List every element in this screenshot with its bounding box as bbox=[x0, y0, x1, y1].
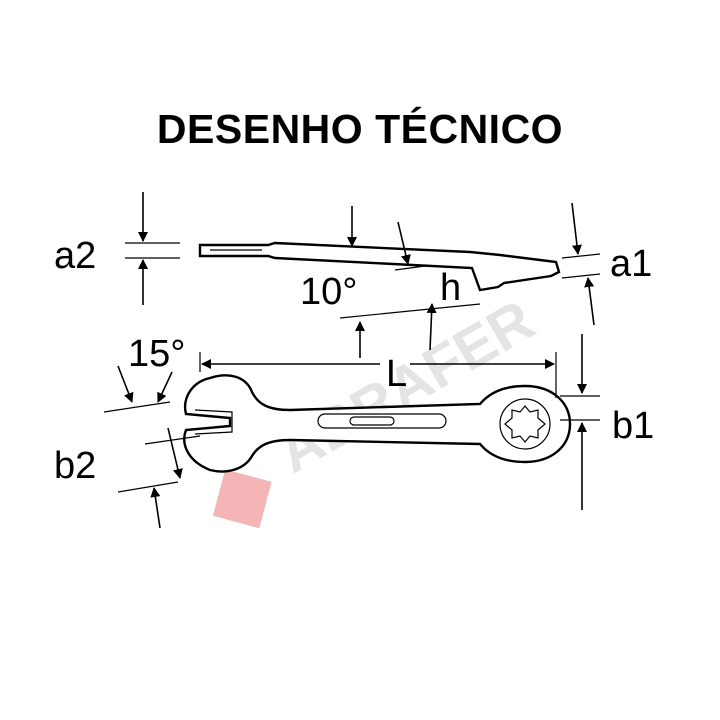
label-angle-15: 15° bbox=[128, 333, 185, 375]
dim-b2: b2 bbox=[54, 427, 201, 529]
label-a2: a2 bbox=[54, 235, 96, 277]
wrench-side-view bbox=[198, 241, 561, 292]
wrench-top-view bbox=[183, 374, 572, 473]
open-end-jaw bbox=[194, 409, 233, 435]
label-b1: b1 bbox=[612, 405, 654, 447]
dim-angle-15: 15° bbox=[103, 333, 185, 413]
dim-angle-10: 10° bbox=[300, 206, 481, 358]
page-title: DESENHO TÉCNICO bbox=[156, 106, 564, 152]
handle-slot-inner bbox=[349, 416, 395, 426]
dim-a2: a2 bbox=[54, 192, 180, 305]
label-b2: b2 bbox=[54, 445, 96, 487]
dim-L: L bbox=[199, 352, 557, 398]
dim-a1: a1 bbox=[561, 202, 652, 326]
wrench-top-outline bbox=[183, 374, 572, 473]
dim-b1: b1 bbox=[560, 334, 654, 510]
ring-end-12pt-star bbox=[504, 405, 546, 443]
ring-end-outer bbox=[499, 398, 551, 450]
handle-slot bbox=[317, 413, 447, 429]
label-angle-10: 10° bbox=[300, 271, 357, 313]
label-a1: a1 bbox=[610, 243, 652, 285]
dim-h: h bbox=[394, 221, 461, 351]
label-L: L bbox=[386, 353, 407, 395]
watermark-logo-mark bbox=[212, 469, 272, 529]
label-h: h bbox=[440, 267, 461, 309]
